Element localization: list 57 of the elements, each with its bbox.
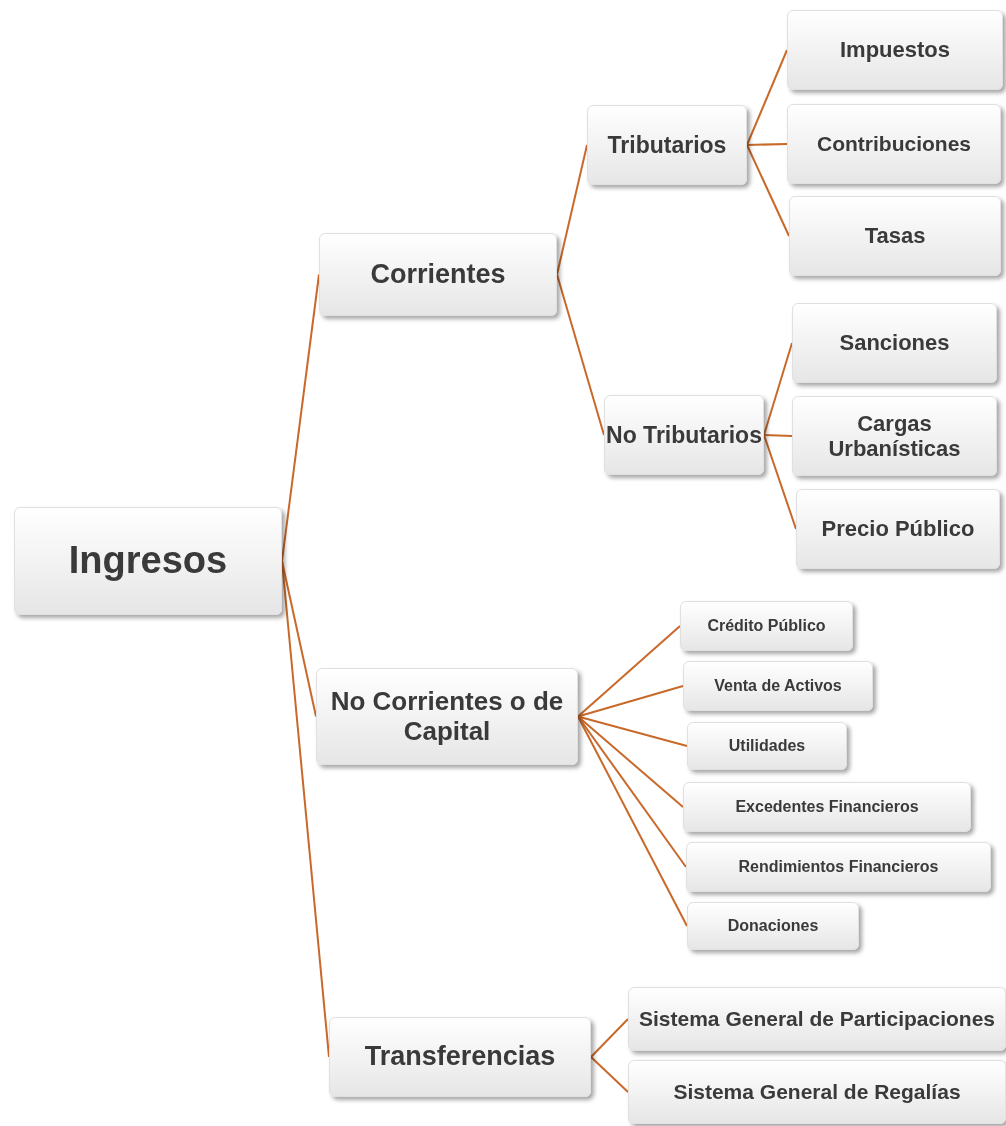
connector-line bbox=[590, 1056, 629, 1093]
category-box bbox=[14, 507, 282, 615]
category-box bbox=[787, 10, 1003, 90]
category-box bbox=[787, 104, 1001, 184]
category-box bbox=[628, 1060, 1006, 1124]
category-label: Rendimientos Financieros bbox=[738, 857, 939, 877]
category-label: Crédito Público bbox=[707, 616, 826, 636]
category-box bbox=[604, 395, 764, 475]
connector-line bbox=[281, 560, 317, 718]
connector-line bbox=[746, 49, 788, 146]
category-box bbox=[683, 782, 971, 832]
category-label: Sistema General de Participaciones bbox=[639, 1006, 995, 1032]
category-label: Excedentes Financieros bbox=[735, 797, 919, 817]
connector-line bbox=[763, 342, 793, 436]
connector-line bbox=[763, 434, 797, 530]
category-label: Corrientes bbox=[370, 258, 506, 290]
connector-line bbox=[577, 715, 688, 747]
connector-line bbox=[746, 144, 790, 237]
category-label: Sistema General de Regalías bbox=[673, 1079, 961, 1105]
category-box bbox=[789, 196, 1001, 276]
category-box bbox=[796, 489, 1000, 569]
category-label: Transferencias bbox=[364, 1041, 556, 1073]
category-label: Impuestos bbox=[840, 37, 950, 63]
category-box bbox=[680, 601, 853, 651]
connector-line bbox=[746, 143, 788, 146]
category-box bbox=[316, 668, 578, 765]
category-label: Ingresos bbox=[68, 539, 228, 583]
category-label: Tasas bbox=[864, 223, 926, 249]
category-label: Tributarios bbox=[607, 131, 727, 159]
category-box bbox=[587, 105, 747, 185]
connector-line bbox=[556, 144, 588, 276]
category-box bbox=[686, 842, 991, 892]
category-box bbox=[792, 396, 997, 476]
connector-line bbox=[590, 1018, 629, 1058]
category-label: No Corrientes o de Capital bbox=[329, 686, 565, 747]
connector-line bbox=[763, 434, 793, 437]
category-box bbox=[792, 303, 997, 383]
connector-line bbox=[577, 625, 681, 718]
connector-line bbox=[577, 685, 684, 718]
category-label: Donaciones bbox=[727, 916, 819, 936]
connector-line bbox=[281, 273, 320, 562]
category-label: Sanciones bbox=[839, 330, 950, 356]
connector-line bbox=[577, 715, 684, 808]
connector-line bbox=[281, 560, 330, 1058]
category-label: Contribuciones bbox=[817, 131, 971, 157]
category-box bbox=[628, 987, 1006, 1051]
category-box bbox=[329, 1017, 591, 1097]
category-label: Utilidades bbox=[728, 736, 806, 756]
category-label: No Tributarios bbox=[606, 421, 762, 449]
category-label: Precio Público bbox=[821, 516, 975, 542]
category-label: Venta de Activos bbox=[714, 676, 842, 696]
connector-line bbox=[556, 273, 605, 436]
category-label: Cargas Urbanísticas bbox=[827, 410, 962, 462]
category-box bbox=[319, 233, 557, 316]
category-box bbox=[687, 902, 859, 950]
category-box bbox=[687, 722, 847, 770]
category-box bbox=[683, 661, 873, 711]
